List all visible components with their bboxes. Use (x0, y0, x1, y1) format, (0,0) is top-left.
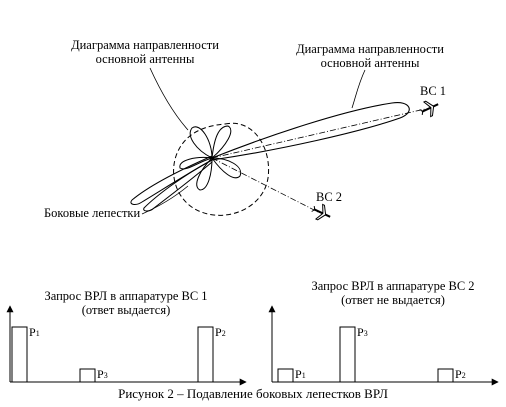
left-chart-title-line1: Запрос ВРЛ в аппаратуре ВС 1 (44, 289, 208, 303)
right-pulse-label-p2: P2 (455, 368, 466, 382)
left-pulse-label-p2: P2 (215, 326, 226, 340)
aircraft-1-icon (419, 100, 439, 118)
left-pulse-label-p3: P3 (97, 368, 108, 382)
left-pulse-label-sub: 2 (221, 329, 226, 338)
right-chart-title: Запрос ВРЛ в аппаратуре ВС 2 (ответ не в… (290, 279, 496, 307)
main-beam-lobe (211, 101, 410, 161)
label-main-antenna-right-line1: Диаграмма направленности (296, 42, 444, 56)
right-pulse-bar-p3 (339, 326, 356, 383)
left-pulse-label-sub: 3 (103, 371, 108, 380)
left-pulse-bar-p2 (197, 326, 214, 383)
right-pulse-chart (268, 305, 499, 386)
leader-right-label (351, 69, 366, 109)
label-main-antenna-left-line1: Диаграмма направленности (71, 38, 219, 52)
label-aircraft-1: ВС 1 (420, 84, 447, 98)
figure-caption: Рисунок 2 – Подавление боковых лепестков… (118, 386, 388, 401)
bearing-line-ac2 (211, 157, 319, 213)
bearing-line-ac1 (211, 108, 426, 159)
label-side-lobes: Боковые лепестки (44, 206, 141, 220)
right-pulse-label-name: P (357, 325, 364, 339)
left-pulse-bar-p1 (11, 326, 28, 383)
left-chart-title-line2: (ответ выдается) (81, 303, 171, 317)
side-lobe-envelope (173, 122, 270, 216)
label-main-antenna-right-line2: основной антенны (320, 56, 420, 70)
left-pulse-label-name: P (215, 325, 222, 339)
right-pulse-label-sub: 3 (363, 329, 368, 338)
label-aircraft-2: ВС 2 (316, 190, 343, 204)
side-lobes (130, 125, 242, 212)
right-pulse-label-name: P (295, 367, 302, 381)
right-pulse-label-sub: 1 (301, 371, 306, 380)
right-pulse-label-name: P (455, 367, 462, 381)
left-chart-title: Запрос ВРЛ в аппаратуре ВС 1 (ответ выда… (22, 289, 230, 317)
label-main-antenna-right: Диаграмма направленности основной антенн… (290, 42, 450, 70)
aircraft-2-icon (311, 203, 331, 221)
label-main-antenna-left: Диаграмма направленности основной антенн… (66, 38, 224, 66)
label-main-antenna-left-line2: основной антенны (95, 52, 195, 66)
left-pulse-label-sub: 1 (35, 329, 40, 338)
right-pulse-label-p1: P1 (295, 368, 306, 382)
right-pulse-label-sub: 2 (461, 371, 466, 380)
left-pulse-label-name: P (97, 367, 104, 381)
right-pulse-label-p3: P3 (357, 326, 368, 340)
right-pulse-bar-p2 (437, 368, 454, 383)
left-pulse-chart (6, 305, 247, 386)
right-pulse-bar-p1 (277, 368, 294, 383)
right-chart-title-line1: Запрос ВРЛ в аппаратуре ВС 2 (311, 279, 475, 293)
left-pulse-label-p1: P1 (29, 326, 40, 340)
left-pulse-label-name: P (29, 325, 36, 339)
leader-side-lobes (141, 185, 189, 215)
leader-left-label (149, 67, 189, 131)
right-chart-title-line2: (ответ не выдается) (341, 293, 445, 307)
left-pulse-bar-p3 (79, 368, 96, 383)
